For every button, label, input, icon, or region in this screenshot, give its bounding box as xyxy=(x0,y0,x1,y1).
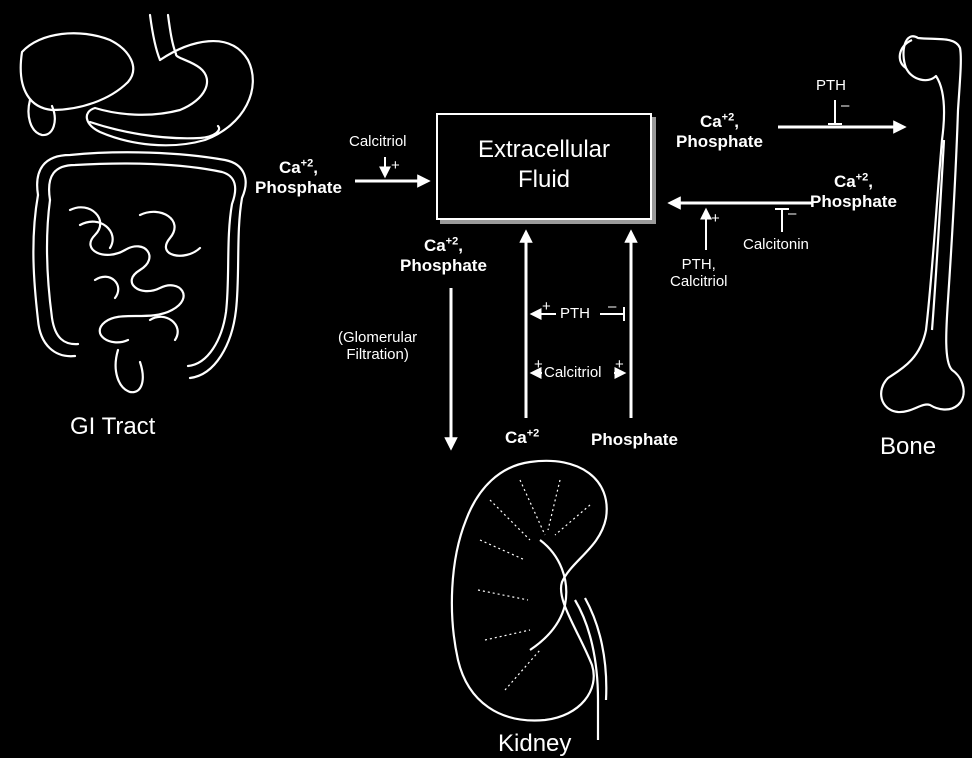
calcium-reabsorption-label: Ca+2 xyxy=(505,428,539,448)
femur-outline xyxy=(881,36,964,412)
pth-calcitriol-sign: + xyxy=(711,210,720,227)
calcitriol-gi-sign: + xyxy=(391,157,400,174)
pth-calcitriol-bone-label: PTH, Calcitriol xyxy=(670,256,728,291)
bone-label: Bone xyxy=(880,433,936,461)
rectum-outline xyxy=(116,350,143,392)
phosphate-reabsorption-label: Phosphate xyxy=(591,430,678,450)
glomerular-filtration-label: (Glomerular Filtration) xyxy=(338,329,417,364)
filtration-ion-label: Ca+2, Phosphate xyxy=(400,236,487,275)
pth-bone-sign: – xyxy=(841,97,849,114)
pth-kidney-label: PTH xyxy=(560,305,590,322)
bone-deposit-ion-label: Ca+2, Phosphate xyxy=(676,112,763,151)
calcitriol-kidney-plus-sign-2: + xyxy=(615,356,624,373)
pth-kidney-minus-sign: – xyxy=(608,298,616,315)
calcitriol-gi-label: Calcitriol xyxy=(349,133,407,150)
ascending-colon-outline xyxy=(33,195,78,356)
calcitriol-kidney-plus-sign: + xyxy=(534,356,543,373)
small-intestine-outline xyxy=(70,207,200,342)
calcitonin-sign: – xyxy=(788,205,796,222)
gi-ion-label: Ca+2, Phosphate xyxy=(255,158,342,197)
kidney-illustration xyxy=(452,461,607,740)
calcitriol-kidney-label: Calcitriol xyxy=(544,364,602,381)
stomach-outline xyxy=(87,41,253,145)
extracellular-fluid-label: Extracellular Fluid xyxy=(438,135,650,195)
bone-illustration xyxy=(881,36,964,412)
gallbladder-outline xyxy=(29,100,55,135)
gi-tract-label: GI Tract xyxy=(70,413,155,441)
calcitonin-label: Calcitonin xyxy=(743,236,809,253)
kidney-label: Kidney xyxy=(498,730,571,758)
pth-bone-label: PTH xyxy=(816,77,846,94)
kidney-pyramids xyxy=(478,480,590,690)
bone-resorption-ion-label: Ca+2, Phosphate xyxy=(810,172,897,211)
ureter-outline xyxy=(575,598,606,740)
pth-kidney-plus-sign: + xyxy=(542,298,551,315)
gi-tract-illustration xyxy=(21,15,253,392)
femur-head-outline xyxy=(900,40,912,68)
liver-outline xyxy=(21,33,133,110)
extracellular-fluid-box: Extracellular Fluid xyxy=(436,113,652,220)
